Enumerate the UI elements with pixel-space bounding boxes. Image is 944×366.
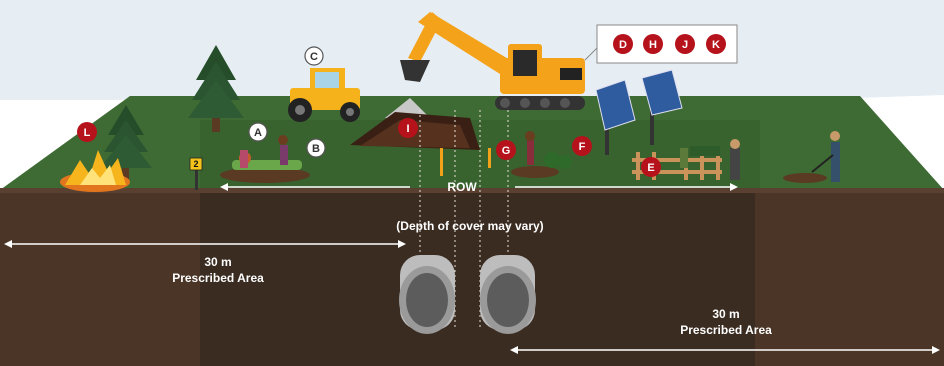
svg-text:F: F <box>579 141 586 153</box>
badge-K: K <box>706 34 726 54</box>
badge-J: J <box>675 34 695 54</box>
badge-F: F <box>572 136 592 156</box>
svg-text:C: C <box>310 51 318 63</box>
badge-L: L <box>77 122 97 142</box>
svg-text:J: J <box>682 39 688 51</box>
badge-C: C <box>305 47 323 65</box>
svg-text:I: I <box>406 123 409 135</box>
badge-I: I <box>398 118 418 138</box>
svg-text:G: G <box>502 145 511 157</box>
pipe-icon <box>480 255 536 334</box>
row-label: ROW <box>447 180 477 194</box>
svg-text:A: A <box>254 127 262 139</box>
prescribed-left-distance: 30 m <box>204 255 231 269</box>
svg-text:E: E <box>647 162 654 174</box>
prescribed-right-label: Prescribed Area <box>680 323 772 337</box>
row-soil-zone <box>200 190 755 366</box>
prescribed-left-label: Prescribed Area <box>172 271 264 285</box>
svg-text:L: L <box>84 127 91 139</box>
badge-H: H <box>643 34 663 54</box>
prescribed-right-distance: 30 m <box>712 307 739 321</box>
depth-note: (Depth of cover may vary) <box>396 219 543 233</box>
svg-text:D: D <box>619 39 627 51</box>
svg-text:K: K <box>712 39 720 51</box>
badge-D: D <box>613 34 633 54</box>
badge-E: E <box>641 157 661 177</box>
svg-text:H: H <box>649 39 657 51</box>
survey-stake <box>488 148 491 168</box>
badge-G: G <box>496 140 516 160</box>
pipe-icon <box>399 255 455 334</box>
survey-stake <box>440 148 443 176</box>
marker-sign-number: 2 <box>193 159 198 169</box>
svg-text:B: B <box>312 143 320 155</box>
badge-B: B <box>307 139 325 157</box>
badge-A: A <box>249 123 267 141</box>
